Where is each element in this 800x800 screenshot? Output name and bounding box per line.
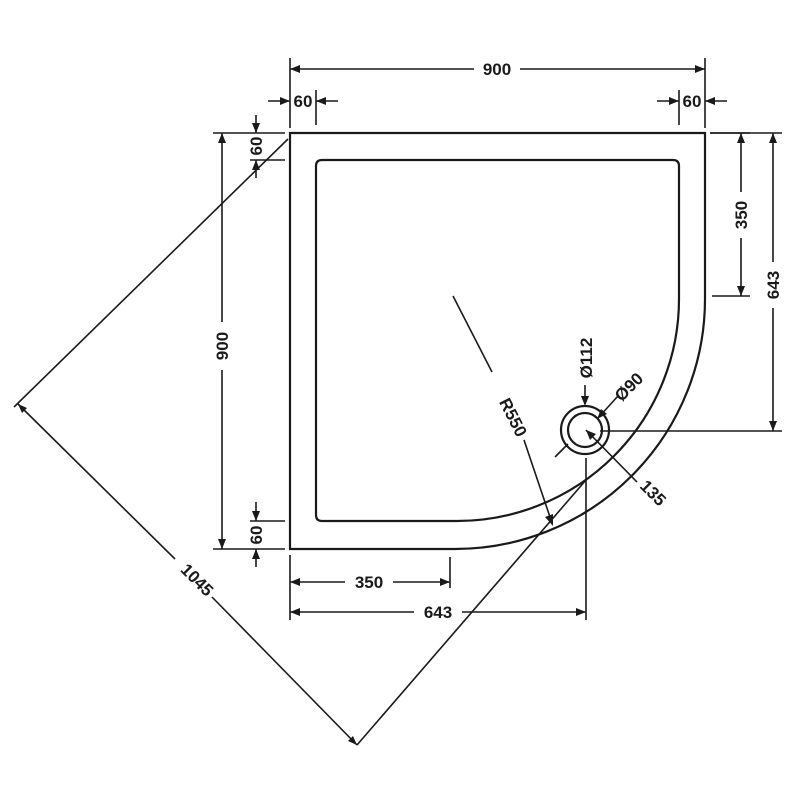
right-to-waste-label: 643 — [764, 271, 783, 299]
top-rim-label: 60 — [247, 137, 266, 156]
overall-depth-label: 900 — [213, 332, 232, 360]
overall-width-label: 900 — [483, 60, 511, 79]
dim-radius: R550 — [452, 295, 553, 526]
dim-bottom-rim: 60 — [247, 502, 285, 567]
waste-offset-label: 135 — [636, 476, 669, 509]
dim-right-straight: 350 — [710, 132, 751, 297]
right-rim-label: 60 — [683, 92, 702, 111]
diagonal-label: 1045 — [177, 560, 217, 600]
dim-overall-depth: 900 — [213, 132, 285, 550]
right-straight-label: 350 — [732, 201, 751, 229]
bottom-rim-label: 60 — [247, 526, 266, 545]
waste-inner-circle — [566, 411, 604, 449]
bottom-to-waste-label: 643 — [424, 603, 452, 622]
dim-right-rim: 60 — [657, 90, 727, 125]
waste-outer-label: Ø112 — [577, 338, 596, 379]
radius-label: R550 — [495, 395, 530, 440]
left-rim-label: 60 — [294, 92, 313, 111]
bottom-straight-label: 350 — [355, 573, 383, 592]
dim-left-rim: 60 — [268, 90, 338, 125]
waste-inner-label: Ø90 — [611, 369, 647, 405]
dim-waste-outer: Ø112 — [577, 338, 596, 406]
dim-diagonal: 1045 — [13, 138, 587, 746]
tray-inner-outline — [314, 158, 681, 523]
dim-overall-width: 900 — [289, 58, 706, 128]
dim-right-to-waste: 643 — [600, 132, 783, 432]
dim-bottom-straight: 350 — [289, 555, 451, 620]
dim-bottom-to-waste: 643 — [290, 458, 587, 622]
